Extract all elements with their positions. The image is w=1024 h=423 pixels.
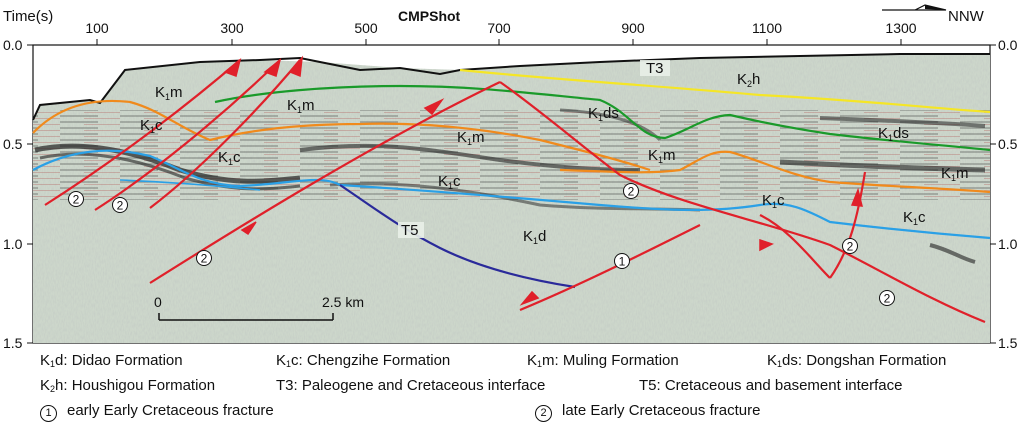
- k1c-top-horizon-east: [559, 150, 991, 194]
- svg-text:2: 2: [201, 252, 208, 266]
- svg-text:300: 300: [220, 20, 244, 36]
- formation-labels: K1m K1c K1m K1c K1m K1c K1d K1ds K2h K1m…: [140, 71, 969, 246]
- formation-label-k1c: K1c: [218, 149, 241, 167]
- formation-label-k1m: K1m: [287, 97, 315, 115]
- formation-label-k1c: K1c: [903, 209, 926, 227]
- legend-k2h: K2h: Houshigou Formation: [40, 377, 216, 394]
- svg-text:0.0: 0.0: [998, 37, 1018, 53]
- fault-thrust: [499, 81, 986, 324]
- formation-label-k1d: K1d: [523, 228, 546, 246]
- t5-horizon: [339, 184, 576, 289]
- svg-text:900: 900: [621, 20, 645, 36]
- svg-text:2: 2: [117, 199, 124, 213]
- fault-east: [829, 171, 867, 279]
- legend-t3: T3: Paleogene and Cretaceous interface: [276, 377, 546, 394]
- scale-bar-start: 0: [154, 294, 162, 310]
- fault-marker-2-c: 2: [196, 250, 212, 266]
- svg-text:700: 700: [487, 20, 511, 36]
- k1c-top-horizon-west: [32, 99, 651, 172]
- y-axis-right: 0.0 0.5 1.0 1.5: [990, 37, 1018, 351]
- seismic-data: [33, 54, 990, 343]
- direction-indicator: NNW: [882, 4, 985, 25]
- svg-text:1: 1: [619, 255, 626, 269]
- fault-number-1: 1: [40, 405, 57, 422]
- formation-label-k1c: K1c: [762, 192, 785, 210]
- svg-text:1.0: 1.0: [3, 236, 23, 252]
- svg-text:0.5: 0.5: [3, 136, 23, 152]
- svg-text:2: 2: [73, 193, 80, 207]
- fault-marker-2-e: 2: [842, 238, 858, 254]
- formation-label-k1ds: K1ds: [878, 125, 909, 143]
- formation-label-k1m: K1m: [648, 147, 676, 165]
- fault-marker-2-f: 2: [879, 290, 895, 306]
- formation-label-k1m: K1m: [457, 129, 485, 147]
- formation-label-k2h: K2h: [737, 71, 760, 89]
- svg-text:2: 2: [847, 240, 854, 254]
- formation-label-k1c: K1c: [140, 117, 163, 135]
- svg-text:1.5: 1.5: [3, 335, 23, 351]
- scale-bar: 0 2.5 km: [154, 294, 364, 321]
- t3-horizon: [459, 68, 991, 114]
- t5-label: T5: [401, 222, 419, 239]
- svg-text:0.0: 0.0: [3, 37, 23, 53]
- fault-marker-2-d: 2: [623, 183, 639, 199]
- legend-k1ds: K1ds: Dongshan Formation: [767, 352, 947, 369]
- x-axis-ticks: 100 300 500 700 900 1100 1300: [85, 20, 917, 45]
- legend-k1d: K1d: Didao Formation: [40, 352, 183, 369]
- svg-text:1100: 1100: [752, 20, 782, 36]
- k1m-top-horizon: [214, 84, 991, 152]
- svg-text:1.5: 1.5: [998, 335, 1018, 351]
- svg-text:1.0: 1.0: [998, 236, 1018, 252]
- legend-k1c: K1c: Chengzihe Formation: [276, 352, 451, 369]
- svg-text:NNW: NNW: [948, 8, 985, 25]
- legend-t5: T5: Cretaceous and basement interface: [639, 377, 903, 394]
- fault-early: [519, 224, 701, 312]
- fault-markers: 2 2 2 2 1 2 2: [68, 183, 895, 306]
- t3-label: T3: [646, 60, 664, 77]
- svg-text:500: 500: [354, 20, 378, 36]
- fault-central: [149, 81, 501, 284]
- faults: [44, 59, 986, 324]
- fault-marker-2-a: 2: [68, 191, 84, 207]
- fault-west-3: [149, 59, 301, 209]
- x-axis-title: CMPShot: [398, 8, 461, 24]
- y-axis-left: 0.0 0.5 1.0 1.5: [3, 37, 33, 351]
- fault-marker-1: 1: [614, 253, 630, 269]
- scale-bar-end: 2.5 km: [322, 294, 364, 310]
- formation-label-k1ds: K1ds: [588, 105, 619, 123]
- surface-line: [32, 53, 990, 121]
- formation-label-k1c: K1c: [438, 173, 461, 191]
- fault-west-1: [44, 59, 241, 206]
- formation-label-k1m: K1m: [155, 84, 183, 102]
- y-axis-title: Time(s): [3, 8, 53, 25]
- svg-text:2: 2: [884, 292, 891, 306]
- legend-k1m: K1m: Muling Formation: [527, 352, 679, 369]
- svg-text:0.5: 0.5: [998, 136, 1018, 152]
- formation-label-k1m: K1m: [941, 165, 969, 183]
- fault-marker-2-b: 2: [112, 197, 128, 213]
- svg-text:100: 100: [85, 20, 109, 36]
- fault-west-2: [94, 59, 281, 211]
- fault-east-link: [759, 214, 831, 279]
- svg-text:1300: 1300: [885, 20, 916, 36]
- fault-arrows: [223, 55, 863, 306]
- fault-number-2: 2: [535, 405, 552, 422]
- svg-text:2: 2: [628, 185, 635, 199]
